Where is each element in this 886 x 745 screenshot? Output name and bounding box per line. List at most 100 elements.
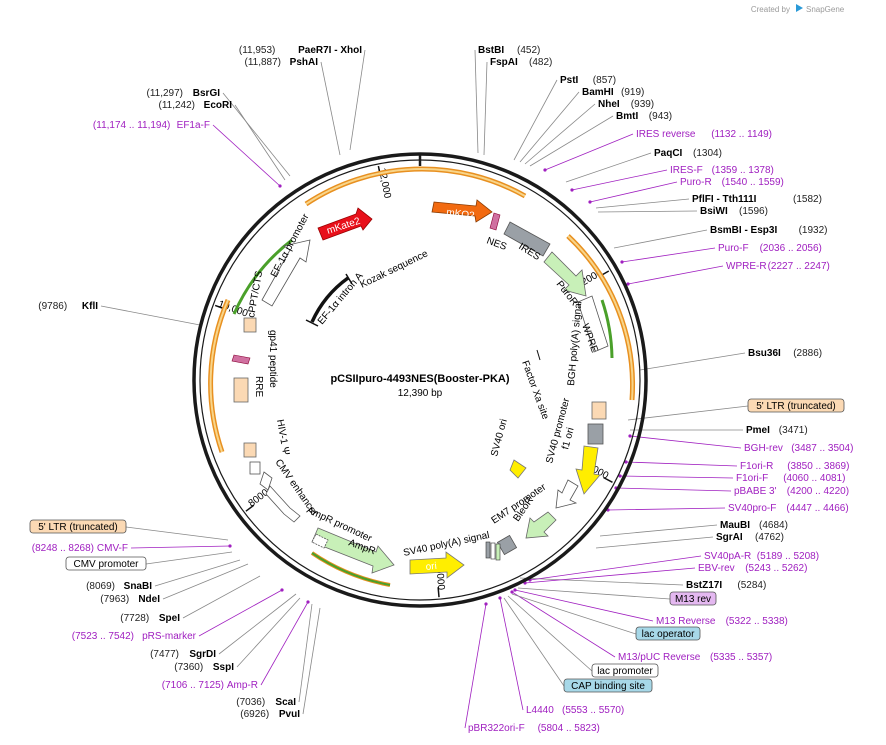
boxed-feature[interactable]: [591, 663, 659, 678]
primer-name[interactable]: M13 Reverse: [656, 616, 716, 627]
feature-bgh-polya[interactable]: [587, 423, 604, 445]
boxed-feature[interactable]: [563, 678, 653, 693]
feature-sv40-promoter[interactable]: [555, 479, 579, 509]
primer-name[interactable]: BGH-rev: [744, 443, 783, 454]
primer-name[interactable]: M13/pUC Reverse: [618, 652, 701, 663]
primer-name[interactable]: Puro-R: [680, 177, 712, 188]
feature-ampr-promoter[interactable]: [311, 533, 329, 549]
primer-anchor: [570, 188, 574, 192]
site-name[interactable]: BsiWI: [700, 206, 728, 217]
feature-puror[interactable]: [543, 251, 587, 297]
primer-name[interactable]: pRS-marker: [142, 631, 197, 642]
primer-name[interactable]: SV40pro-F: [728, 503, 776, 514]
site-name[interactable]: NheI: [598, 99, 620, 110]
feature-ef1a-promoter[interactable]: [261, 239, 311, 307]
boxed-feature[interactable]: [29, 519, 127, 534]
site-name[interactable]: SpeI: [159, 613, 180, 624]
site-name[interactable]: BsrGI: [193, 88, 220, 99]
feature-5ltr-left[interactable]: [243, 442, 257, 458]
feature-wpre[interactable]: [577, 295, 609, 353]
primer-range: (4200 .. 4220): [787, 486, 849, 497]
feature-sv40-ori[interactable]: [509, 459, 527, 479]
feature-cppt[interactable]: [243, 317, 257, 333]
primer-name[interactable]: L4440: [526, 705, 554, 716]
primer-anchor: [306, 600, 310, 604]
feature-cmv-promoter-small[interactable]: [259, 471, 273, 491]
primer-name[interactable]: SV40pA-R: [704, 551, 751, 562]
primer-connector: [607, 507, 726, 511]
primer-connector: [198, 589, 283, 637]
site-name[interactable]: KflI: [82, 301, 98, 312]
site-name[interactable]: PmeI: [746, 425, 770, 436]
boxed-feature-label: lac promoter: [597, 666, 653, 677]
primer-name[interactable]: IRES-F: [670, 165, 703, 176]
primer-name[interactable]: EF1a-F: [177, 120, 210, 131]
primer-connector: [544, 133, 634, 171]
site-name[interactable]: SspI: [213, 662, 234, 673]
feature-sv40-polya[interactable]: [496, 534, 518, 556]
site-name[interactable]: BstZ17I: [686, 580, 722, 591]
factor-xa-tick: [536, 349, 541, 361]
feature-em7-cluster[interactable]: [485, 541, 501, 561]
site-name[interactable]: PaqCI: [654, 148, 683, 159]
primer-range: (5322 .. 5338): [726, 616, 788, 627]
site-name[interactable]: BsmBI - Esp3I: [710, 225, 777, 236]
site-name[interactable]: SgrAI: [716, 532, 743, 543]
site-position: (943): [649, 111, 672, 122]
primer-name[interactable]: F1ori-F: [736, 473, 768, 484]
primer-name[interactable]: pBR322ori-F: [468, 723, 525, 734]
feature-cmv-enhancer[interactable]: [265, 485, 301, 523]
boxed-feature[interactable]: [669, 591, 717, 606]
boxed-feature[interactable]: [635, 626, 701, 641]
feature-label: NES: [485, 235, 508, 252]
site-name[interactable]: BmtI: [616, 111, 638, 122]
feature-ori[interactable]: [409, 551, 465, 579]
site-connector: [218, 593, 297, 655]
primer-name[interactable]: WPRE-R: [726, 261, 767, 272]
site-name[interactable]: BamHI: [582, 87, 614, 98]
feature-ef1a-intron[interactable]: [310, 276, 350, 323]
site-name[interactable]: Bsu36I: [748, 348, 781, 359]
feature-mkate2[interactable]: [317, 207, 373, 241]
site-name[interactable]: MauBI: [720, 520, 750, 531]
primer-name[interactable]: Amp-R: [227, 680, 258, 691]
feature-f1-ori[interactable]: [575, 445, 601, 495]
site-position: (11,887): [244, 57, 281, 68]
primer-anchor: [543, 168, 547, 172]
feature-ires[interactable]: [503, 221, 551, 257]
site-connector: [182, 575, 261, 619]
primer-name[interactable]: CMV-F: [97, 543, 128, 554]
primer-name[interactable]: Puro-F: [718, 243, 749, 254]
primer-name[interactable]: F1ori-R: [740, 461, 773, 472]
site-name[interactable]: EcoRI: [204, 100, 233, 111]
primer-name[interactable]: IRES reverse: [636, 129, 696, 140]
site-name[interactable]: PflFI - Tth111I: [692, 194, 757, 205]
primer-name[interactable]: EBV-rev: [698, 563, 735, 574]
site-name[interactable]: NdeI: [138, 594, 160, 605]
site-name[interactable]: PvuI: [279, 709, 300, 720]
feature-mko2[interactable]: [431, 199, 493, 223]
primer-connector: [571, 169, 668, 191]
site-position: (11,242): [158, 100, 195, 111]
feature-gp41[interactable]: [231, 354, 251, 365]
boxed-feature[interactable]: [65, 556, 147, 571]
feature-label: cPPT/CTS: [246, 270, 265, 319]
site-name[interactable]: PstI: [560, 75, 579, 86]
site-name[interactable]: PaeR7I - XhoI: [298, 45, 362, 56]
feature-5ltr-right[interactable]: [591, 401, 607, 420]
site-position: (9786): [38, 301, 67, 312]
site-name[interactable]: PshAI: [290, 57, 319, 68]
boxed-feature[interactable]: [747, 398, 845, 413]
site-connector: [599, 524, 718, 537]
credit-prefix: Created by: [751, 5, 790, 14]
feature-nes[interactable]: [489, 212, 501, 231]
site-name[interactable]: BstBI: [478, 45, 504, 56]
site-name[interactable]: FspAI: [490, 57, 518, 68]
primer-name[interactable]: pBABE 3': [734, 486, 777, 497]
feature-rre[interactable]: [233, 377, 249, 403]
feature-bleor[interactable]: [525, 511, 557, 539]
site-name[interactable]: SgrDI: [189, 649, 216, 660]
site-name[interactable]: ScaI: [275, 697, 296, 708]
feature-hiv-psi[interactable]: [249, 461, 261, 475]
site-name[interactable]: SnaBI: [124, 581, 153, 592]
